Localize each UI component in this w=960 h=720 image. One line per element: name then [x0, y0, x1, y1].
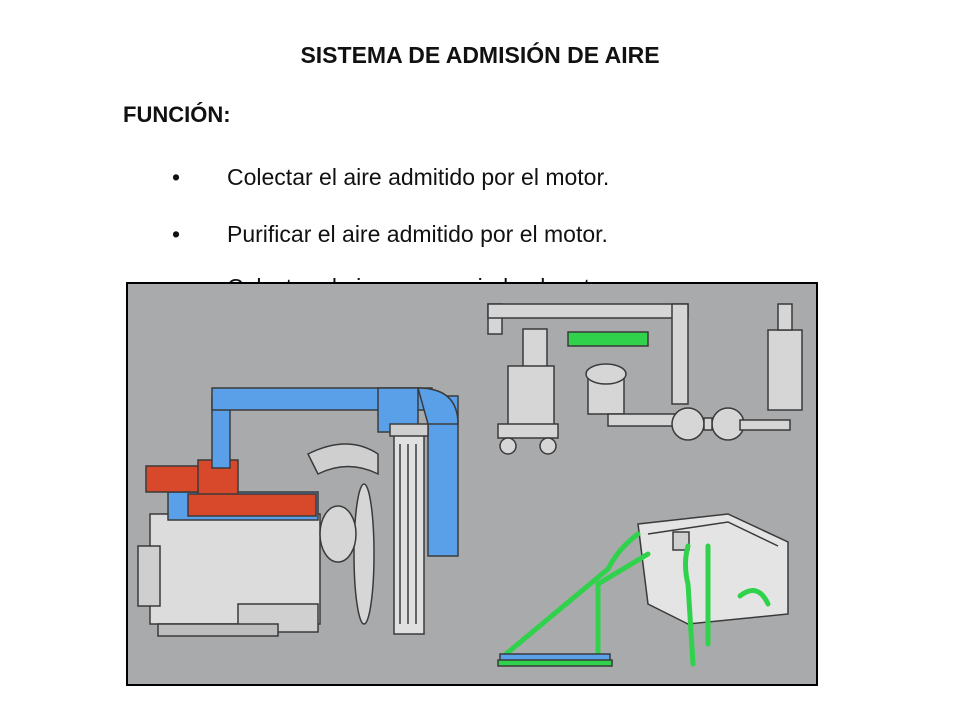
green-pipes	[503, 531, 771, 667]
engine-diagram	[137, 303, 803, 667]
bullet-marker: •	[172, 221, 181, 247]
slide-title: SISTEMA DE ADMISIÓN DE AIRE	[300, 42, 660, 68]
turbo-schematic	[487, 303, 803, 455]
bullet-marker: •	[172, 164, 181, 190]
green-duct-schematic	[637, 513, 789, 625]
radiator	[389, 423, 429, 635]
bullet-text: Purificar el aire admitido por el motor.	[227, 221, 608, 247]
function-heading: FUNCIÓN:	[123, 102, 231, 127]
blue-intake-duct	[211, 387, 459, 557]
air-intake-illustration	[126, 282, 818, 686]
bullet-text: Colectar el aire admitido por el motor.	[227, 164, 610, 190]
intercooler	[497, 653, 613, 667]
fan	[306, 443, 379, 625]
red-exhaust-manifold	[145, 459, 317, 517]
